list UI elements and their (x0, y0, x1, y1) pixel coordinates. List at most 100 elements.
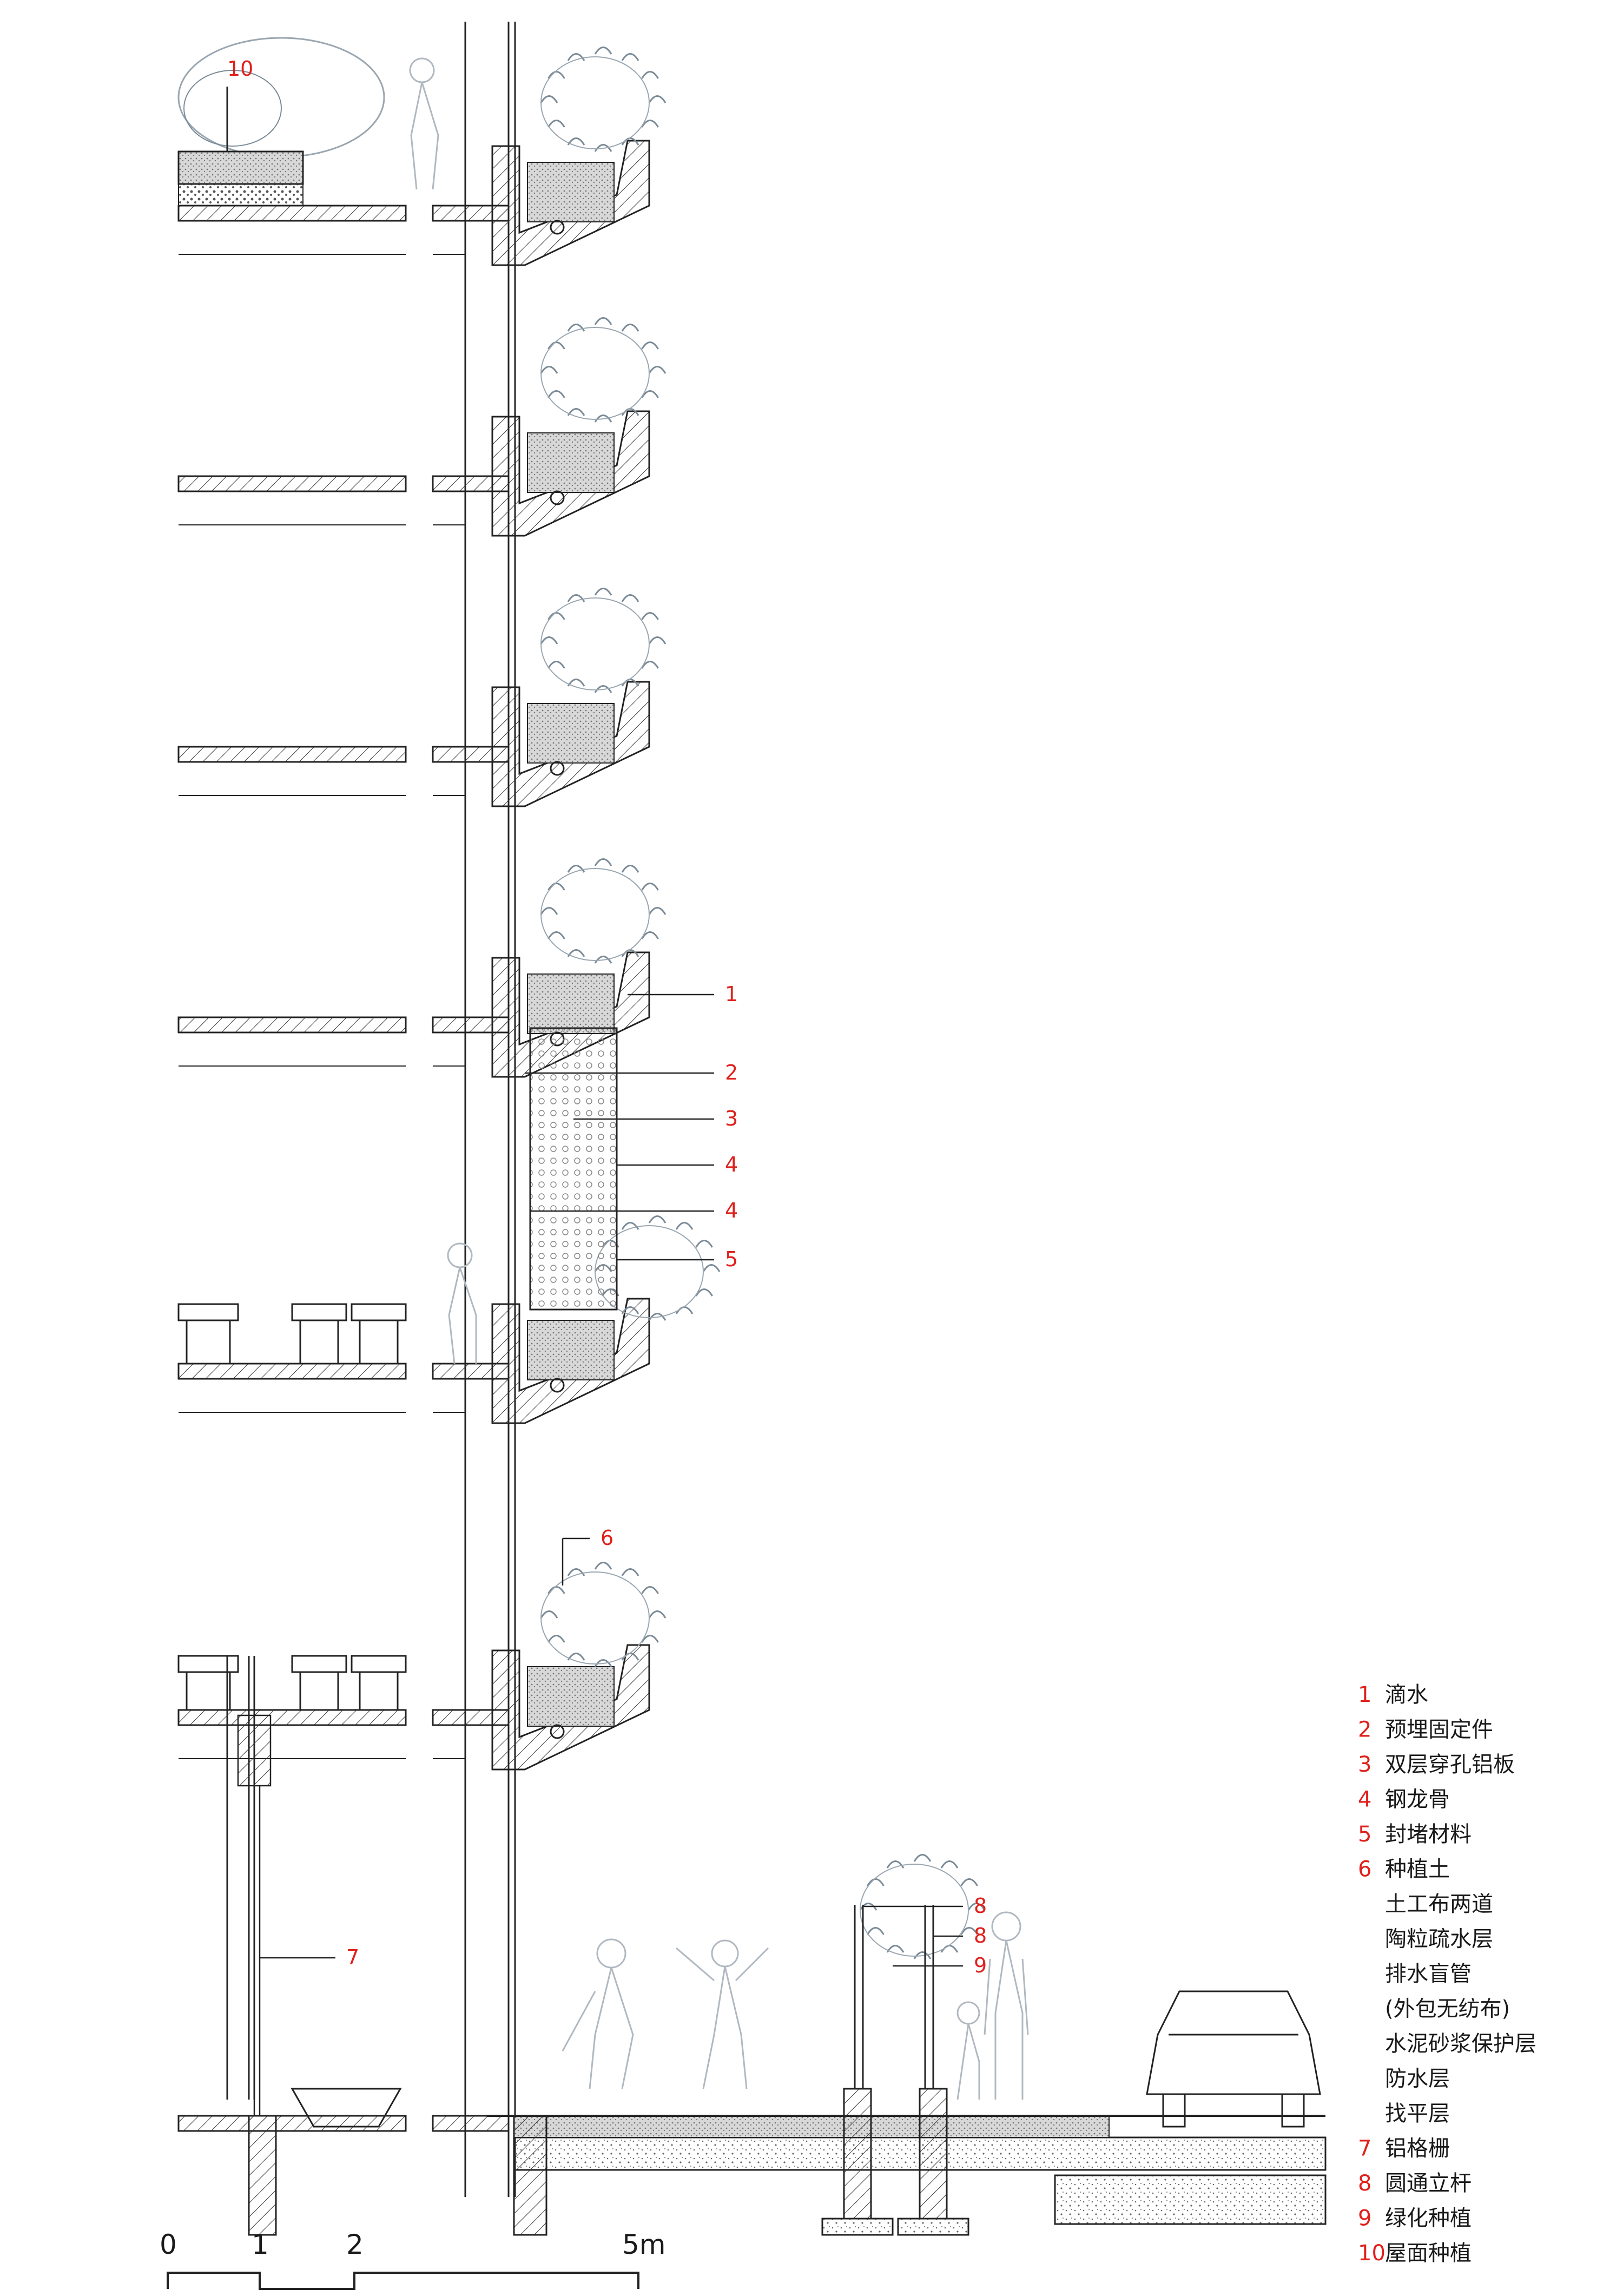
callout-number: 3 (725, 1107, 738, 1130)
person-figure (676, 1939, 769, 2089)
callout-labels: 10 1 2 3 4 4 5 6 7 8 8 9 (227, 57, 987, 1977)
legend-item: (外包无纺布) (1385, 1997, 1510, 2022)
legend-item: 土工布两道 (1385, 1892, 1493, 1917)
car (1146, 1990, 1321, 2128)
plant-foliage (540, 47, 667, 152)
legend-label: 陶粒疏水层 (1385, 1927, 1493, 1952)
callout-number: 2 (725, 1061, 738, 1084)
callout-number: 1 (725, 982, 738, 1006)
building-structure (226, 22, 516, 2197)
callout-number: 4 (725, 1199, 738, 1222)
floor-slab (177, 1016, 510, 1067)
ground-section (248, 1905, 1327, 2236)
legend-item: 5 封堵材料 (1358, 1822, 1472, 1847)
callout-number: 5 (725, 1247, 738, 1271)
legend-number: 8 (1358, 2171, 1371, 2196)
floor-slab (177, 1709, 510, 1759)
legend-label: 滴水 (1385, 1682, 1428, 1707)
legend-label: 钢龙骨 (1385, 1787, 1450, 1812)
floor-slab (177, 475, 510, 525)
vegetation (177, 37, 986, 1959)
legend-item: 水泥砂浆保护层 (1385, 2031, 1536, 2056)
callout-number: 9 (974, 1953, 987, 1977)
plant-foliage (177, 37, 385, 158)
legend-label: 预埋固定件 (1385, 1718, 1493, 1742)
scale-bar: 0 1 2 5m (160, 2229, 666, 2290)
person-figure (956, 2001, 980, 2100)
legend-label: 种植土 (1385, 1857, 1450, 1882)
legend-number: 6 (1358, 1857, 1371, 1882)
callout-number: 6 (601, 1526, 613, 1550)
plant-foliage (540, 1562, 667, 1667)
facade-planters (491, 140, 650, 1771)
planter-box (491, 1644, 650, 1771)
legend-item: 2 预埋固定件 (1358, 1718, 1493, 1742)
aluminum-grille (237, 1714, 272, 2116)
plant-foliage (859, 1854, 986, 1959)
legend-label: 双层穿孔铝板 (1385, 1752, 1515, 1777)
planter-box (491, 681, 650, 807)
scale-bar-label: 2 (346, 2229, 364, 2260)
scale-bar-label: 5m (622, 2229, 666, 2260)
legend-label: 排水盲管 (1385, 1962, 1472, 1986)
floor-slab (177, 205, 510, 255)
floor-slab (177, 746, 510, 796)
legend-item: 4 钢龙骨 (1358, 1787, 1450, 1812)
legend-item: 陶粒疏水层 (1385, 1927, 1493, 1952)
legend-item: 1 滴水 (1358, 1682, 1428, 1707)
legend-item: 6 种植土 (1358, 1857, 1450, 1882)
legend-label: 封堵材料 (1385, 1822, 1472, 1847)
legend-number: 5 (1358, 1822, 1371, 1847)
planter-box (491, 140, 650, 266)
legend-label: 铝格栅 (1385, 2136, 1450, 2161)
furniture (177, 1303, 407, 2128)
callout-number: 4 (725, 1153, 738, 1176)
legend-number: 7 (1358, 2136, 1371, 2161)
plant-foliage (540, 317, 667, 423)
callout-number: 10 (227, 57, 253, 81)
legend-label: 屋面种植 (1385, 2241, 1472, 2266)
legend-item: 找平层 (1385, 2101, 1450, 2126)
legend-item: 防水层 (1385, 2067, 1450, 2091)
person-figure (562, 1938, 634, 2089)
floor-slab (177, 2115, 510, 2132)
legend-label: 圆通立杆 (1385, 2171, 1472, 2196)
legend-label: 水泥砂浆保护层 (1385, 2031, 1536, 2056)
legend-item: 排水盲管 (1385, 1962, 1472, 1986)
person-figure (447, 1242, 477, 1364)
planter-box (491, 410, 650, 537)
planter-box (491, 1298, 650, 1424)
perforated-aluminum-panel (529, 1027, 618, 1311)
callout-number: 7 (346, 1945, 359, 1969)
plant-foliage (540, 588, 667, 693)
person-figure (984, 1911, 1029, 2100)
plant-foliage (540, 858, 667, 964)
scale-bar-label: 0 (160, 2229, 177, 2260)
legend-number: 3 (1358, 1752, 1371, 1777)
legend-item: 8 圆通立杆 (1358, 2171, 1472, 2196)
person-figure (409, 57, 439, 190)
legend-item: 3 双层穿孔铝板 (1358, 1752, 1515, 1777)
legend-label: 找平层 (1385, 2101, 1450, 2126)
legend-label: 土工布两道 (1385, 1892, 1493, 1917)
legend-number: 1 (1358, 1682, 1371, 1707)
callout-number: 8 (974, 1924, 987, 1948)
human-figures (409, 57, 1029, 2100)
legend-item: 7 铝格栅 (1358, 2136, 1450, 2161)
legend: 1 滴水 2 预埋固定件 3 双层穿孔铝板 4 钢龙骨 5 封堵材料 6 种植土土工布两道陶粒疏水层排… (1358, 1682, 1536, 2266)
roof-planting (177, 87, 304, 206)
legend-number: 10 (1358, 2241, 1386, 2266)
scale-bar-line (167, 2272, 639, 2290)
legend-number: 4 (1358, 1787, 1371, 1812)
callout-leaders (260, 994, 963, 1967)
legend-number: 2 (1358, 1718, 1371, 1742)
legend-label: 绿化种植 (1385, 2206, 1472, 2231)
legend-label: 防水层 (1385, 2067, 1450, 2091)
floor-slab (177, 1363, 510, 1413)
legend-label: (外包无纺布) (1385, 1997, 1510, 2022)
callout-number: 8 (974, 1894, 987, 1918)
scale-bar-label: 1 (252, 2229, 269, 2260)
